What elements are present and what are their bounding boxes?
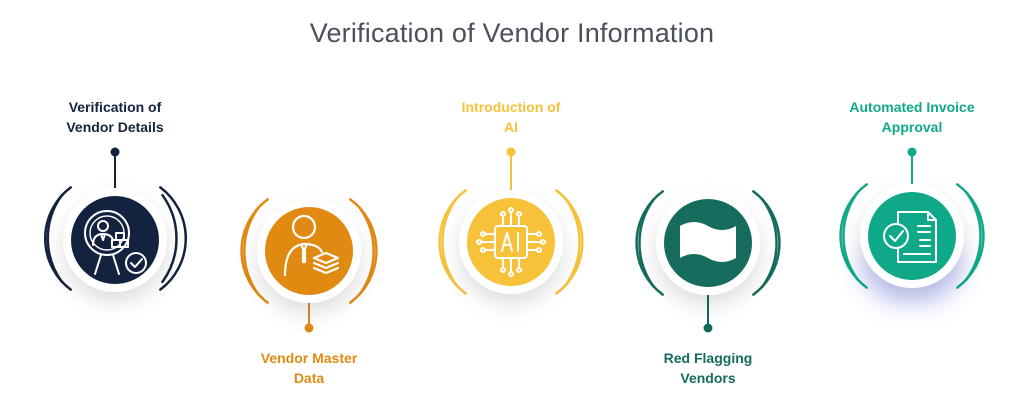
step-5-label: Automated Invoice Approval [849, 99, 975, 135]
step-3-badge [467, 198, 555, 286]
step-2-badge [265, 207, 353, 295]
step-3 [438, 147, 584, 295]
invoice-check-icon [883, 211, 937, 263]
step-1-label: Verification of Vendor Details [66, 99, 164, 135]
step-3-connector-dot [506, 147, 516, 157]
step-2-rings [240, 198, 378, 304]
step-1-rings [43, 186, 188, 291]
step-3-label: Introduction of AI [461, 99, 561, 135]
step-5-rings [839, 183, 985, 289]
step-2 [240, 198, 378, 333]
step-5-badge [868, 192, 956, 280]
page-title: Verification of Vendor Information [309, 18, 715, 48]
vendor-search-icon [84, 210, 147, 275]
step-2-label: Vendor Master Data [260, 350, 358, 386]
step-1-connector-dot [110, 147, 120, 157]
step-5 [839, 147, 985, 306]
step-3-rings [438, 189, 584, 295]
flag-icon [680, 222, 736, 262]
ai-chip-icon [476, 207, 546, 277]
step-4-rings [635, 190, 781, 296]
step-4-label: Red Flagging Vendors [663, 350, 753, 386]
step-2-connector-dot [304, 323, 314, 333]
step-1 [43, 147, 188, 292]
step-4-connector-dot [703, 323, 713, 333]
user-data-icon [283, 214, 340, 277]
step-5-connector-dot [907, 147, 917, 157]
step-4 [635, 190, 781, 333]
